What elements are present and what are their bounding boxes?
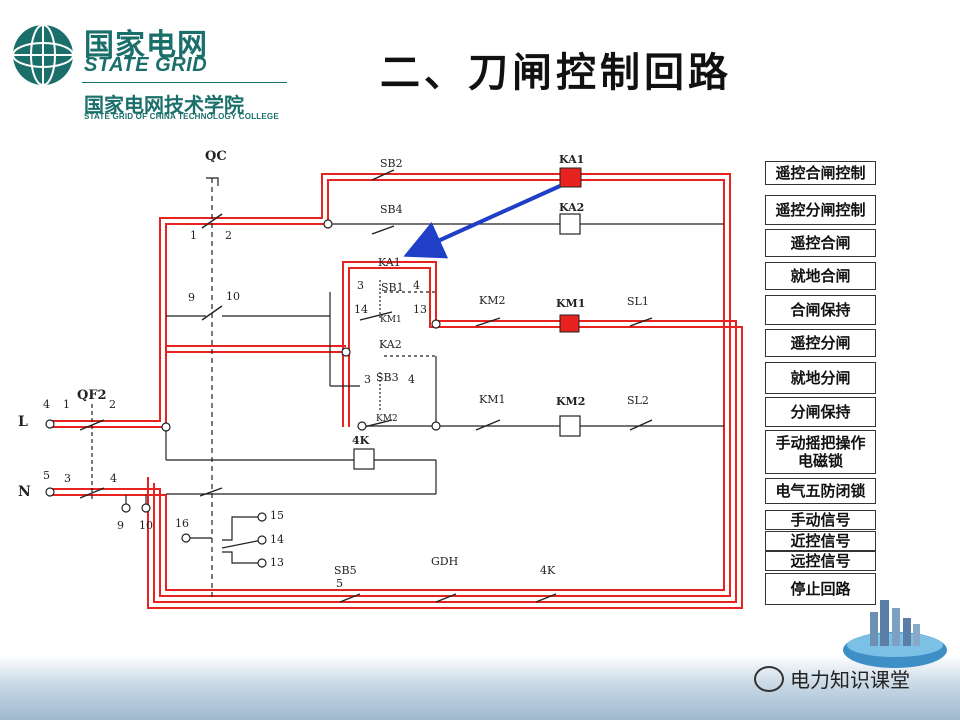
node-9: 9 bbox=[188, 291, 195, 304]
footer-band bbox=[0, 655, 960, 720]
switch-contacts bbox=[79, 169, 653, 603]
legend-item: 合闸保持 bbox=[765, 295, 876, 325]
label-sb4: SB4 bbox=[380, 203, 403, 216]
label-ka1-contact: KA1 bbox=[378, 256, 401, 269]
label-ka1-coil: KA1 bbox=[559, 153, 584, 166]
label-km2-aux: KM2 bbox=[376, 414, 398, 424]
node-14: 14 bbox=[270, 533, 284, 546]
label-gdh: GDH bbox=[431, 555, 458, 568]
qf-node-3: 3 bbox=[64, 472, 71, 485]
sb3-node-3: 3 bbox=[364, 373, 371, 386]
label-sb2: SB2 bbox=[380, 157, 403, 170]
legend-item-label: 遥控合闸 bbox=[790, 234, 851, 252]
legend-item-label: 分闸保持 bbox=[790, 403, 851, 421]
label-sb1: SB1 bbox=[381, 281, 404, 294]
college-name-en: STATE GRID OF CHINA TECHNOLOGY COLLEGE bbox=[84, 112, 279, 121]
node-2: 2 bbox=[225, 229, 232, 242]
label-4k-coil: 4K bbox=[352, 434, 370, 447]
label-km1-aux: KM1 bbox=[380, 315, 402, 325]
logo-text-en: STATE GRID bbox=[84, 54, 208, 76]
label-sl1: SL1 bbox=[627, 295, 649, 308]
legend-item: 分闸保持 bbox=[765, 397, 876, 427]
legend-item-label: 就地分闸 bbox=[790, 369, 851, 387]
label-n-rail: N bbox=[18, 484, 31, 500]
highlight-path-closing-control bbox=[50, 173, 743, 609]
legend-item: 停止回路 bbox=[765, 573, 876, 605]
legend-item-label: 遥控合闸控制 bbox=[775, 164, 866, 182]
node-13: 13 bbox=[270, 556, 284, 569]
wechat-icon bbox=[754, 665, 784, 692]
km1-coil bbox=[559, 314, 580, 333]
legend-item-label: 遥控分闸 bbox=[790, 334, 851, 352]
sb5-node-5: 5 bbox=[336, 577, 343, 590]
node-15: 15 bbox=[270, 509, 284, 522]
legend-item: 手动信号 bbox=[765, 510, 876, 530]
city-globe-icon bbox=[843, 600, 947, 668]
current-flow-arrow bbox=[403, 184, 561, 259]
logo-text-cn: 国家电网 bbox=[84, 28, 208, 63]
legend-item-label: 合闸保持 bbox=[790, 301, 851, 319]
label-sb3: SB3 bbox=[376, 371, 399, 384]
state-grid-globe-icon bbox=[12, 24, 74, 86]
legend-item: 遥控分闸控制 bbox=[765, 195, 876, 225]
qf-node-1: 1 bbox=[63, 398, 70, 411]
legend-item-label: 近控信号 bbox=[790, 532, 851, 550]
legend-item-label: 手动摇把操作 电磁锁 bbox=[775, 434, 866, 470]
label-km1-nc: KM1 bbox=[479, 393, 505, 406]
legend-item: 电气五防闭锁 bbox=[765, 478, 876, 504]
watermark-text: 电力知识课堂 bbox=[790, 668, 910, 692]
label-km1-coil: KM1 bbox=[556, 297, 585, 310]
legend-item: 遥控合闸控制 bbox=[765, 161, 876, 185]
ka1-coil bbox=[559, 167, 582, 188]
legend-item: 遥控合闸 bbox=[765, 229, 876, 257]
legend-item: 手动摇把操作 电磁锁 bbox=[765, 430, 876, 474]
qf-node-4b: 4 bbox=[110, 472, 117, 485]
terminal-circles bbox=[45, 219, 441, 568]
legend-item-label: 远控信号 bbox=[790, 552, 851, 570]
qf-node-5: 5 bbox=[43, 469, 50, 482]
sb1-node-3: 3 bbox=[357, 279, 364, 292]
qf-node-4: 4 bbox=[43, 398, 50, 411]
legend-item-label: 手动信号 bbox=[790, 511, 851, 529]
sb1-node-13: 13 bbox=[413, 303, 427, 316]
logo-divider bbox=[82, 82, 287, 83]
circuit-wiring bbox=[91, 177, 724, 600]
college-name-cn: 国家电网技术学院 bbox=[84, 93, 244, 117]
label-sb5: SB5 bbox=[334, 564, 357, 577]
legend-item: 近控信号 bbox=[765, 531, 876, 551]
watermark: 电力知识课堂 bbox=[754, 664, 910, 693]
legend-item: 就地分闸 bbox=[765, 362, 876, 394]
legend-item-label: 停止回路 bbox=[790, 580, 851, 598]
legend-item: 遥控分闸 bbox=[765, 329, 876, 357]
sb1-node-4: 4 bbox=[413, 279, 420, 292]
label-ka2-contact: KA2 bbox=[379, 338, 402, 351]
terminal-9: 9 bbox=[117, 519, 124, 532]
label-km2-nc: KM2 bbox=[479, 294, 505, 307]
label-qc: QC bbox=[205, 149, 227, 164]
legend-item-label: 电气五防闭锁 bbox=[775, 482, 866, 500]
label-sl2: SL2 bbox=[627, 394, 649, 407]
label-qf2: QF2 bbox=[77, 388, 107, 403]
legend-item-label: 就地合闸 bbox=[790, 267, 851, 285]
sb1-node-14: 14 bbox=[354, 303, 368, 316]
legend-item: 就地合闸 bbox=[765, 262, 876, 290]
node-16: 16 bbox=[175, 517, 189, 530]
legend-item: 远控信号 bbox=[765, 551, 876, 571]
slide-title: 二、刀闸控制回路 bbox=[380, 49, 732, 96]
label-ka2-coil: KA2 bbox=[559, 201, 584, 214]
terminal-10: 10 bbox=[139, 519, 153, 532]
label-4k-contact: 4K bbox=[540, 564, 556, 577]
node-1: 1 bbox=[190, 229, 197, 242]
label-l-rail: L bbox=[18, 414, 28, 430]
node-10: 10 bbox=[226, 290, 240, 303]
sb3-node-4: 4 bbox=[408, 373, 415, 386]
qf-node-2: 2 bbox=[109, 398, 116, 411]
legend-item-label: 遥控分闸控制 bbox=[775, 201, 866, 219]
label-km2-coil: KM2 bbox=[556, 395, 585, 408]
